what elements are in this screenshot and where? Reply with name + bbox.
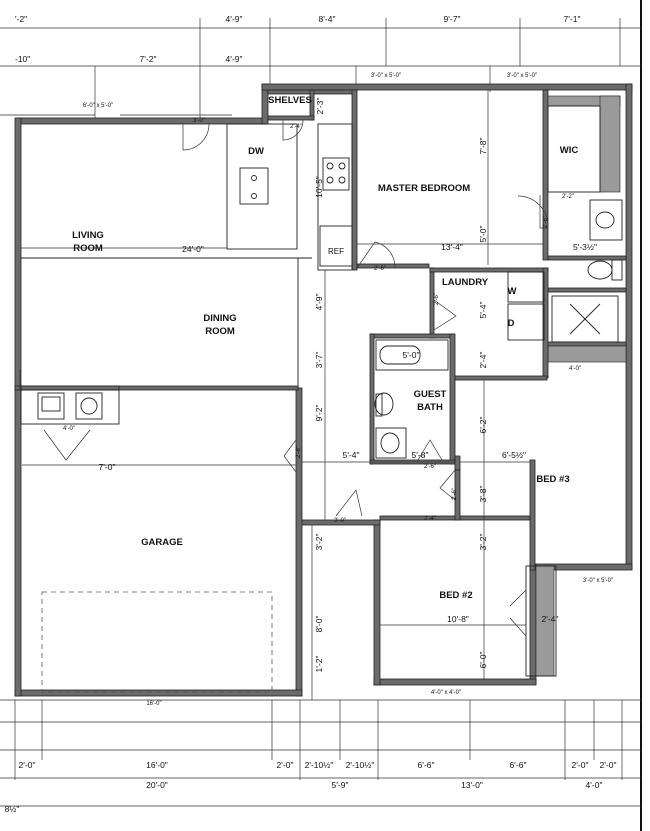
dim-garage-16-0: 16'-0" xyxy=(146,701,161,707)
bottom-dim-3: 2'-0" xyxy=(277,760,294,770)
top-dimension-lines xyxy=(0,18,641,118)
bottom-left-dim: 8½" xyxy=(5,804,20,814)
dim-door-2-6a: 2'-6" xyxy=(374,266,386,272)
dim-door-2-4: 2'-4" xyxy=(424,516,436,522)
bottom-dim-4: 2'-10½" xyxy=(305,760,334,770)
bottom-dim-6: 6'-6" xyxy=(418,760,435,770)
bottom-dim-2: 16'-0" xyxy=(146,760,168,770)
bottom-dimension-text: 2'-0" 16'-0" 2'-0" 2'-10½" 2'-10½" 6'-6"… xyxy=(5,760,617,814)
top-dim-8: 4'-9" xyxy=(226,54,243,64)
guest-bath-label-2: BATH xyxy=(417,402,443,413)
exterior-walls xyxy=(14,83,633,697)
top-dim-5: 7'-1" xyxy=(564,14,581,24)
dim-hall-5-8: 5'-8" xyxy=(412,450,429,460)
dim-master-13-4: 13'-4" xyxy=(441,242,463,252)
dim-hall-5-4: 5'-4" xyxy=(343,450,360,460)
dim-bath-5-0: 5'-0" xyxy=(403,350,420,360)
bottom-dim-11: 5'-9" xyxy=(332,780,349,790)
bottom-dim-13: 4'-0" xyxy=(586,780,603,790)
dim-living-width: 24'-0" xyxy=(182,244,204,254)
dim-hall-8-0: 8'-0" xyxy=(314,616,324,633)
dim-garage-4-0: 4'-0" xyxy=(63,426,75,432)
dining-room-label-1: DINING xyxy=(203,313,236,324)
bottom-dim-7: 6'-6" xyxy=(510,760,527,770)
laundry-label: LAUNDRY xyxy=(442,277,489,288)
dim-kitchen-10-5: 10'-5" xyxy=(314,176,324,198)
garage-label: GARAGE xyxy=(141,537,183,548)
washer-label: W xyxy=(508,286,517,297)
refrigerator-label: REF xyxy=(328,247,344,256)
top-dim-1: '-2" xyxy=(15,14,27,24)
dim-closet-2-4: 2'-4" xyxy=(290,124,302,130)
dim-door-2-8: 2'-8" xyxy=(296,446,302,458)
top-dim-3: 8'-4" xyxy=(319,14,336,24)
dim-laundry-2-4: 2'-4" xyxy=(478,352,488,369)
dim-door-3-0a: 3'-0" xyxy=(193,118,205,124)
window-bed2-side: 3'-0" x 5'-0" xyxy=(583,578,613,584)
dim-laundry-5-4: 5'-4" xyxy=(478,302,488,319)
top-dim-2: 4'-9" xyxy=(226,14,243,24)
master-bedroom-label: MASTER BEDROOM xyxy=(378,183,470,194)
window-living: 6'-0" x 5'-0" xyxy=(83,103,113,109)
dim-bath-5-3: 5'-3½" xyxy=(573,242,597,252)
dim-master-7-8: 7'-8" xyxy=(478,138,488,155)
dim-door-2-6b: 2'-6" xyxy=(434,293,440,305)
dim-shelves-2-3: 2'-3" xyxy=(315,98,325,115)
interior-walls xyxy=(14,89,627,693)
dim-hall-3-2a: 3'-2" xyxy=(314,534,324,551)
dim-bed2-6-0: 6'-0" xyxy=(478,652,488,669)
dim-hall-1-2: 1'-2" xyxy=(314,656,324,673)
window-bed2-bottom: 4'-0" x 4'-0" xyxy=(431,690,461,696)
bottom-dimension-lines xyxy=(0,699,641,807)
interior-dimension-text: 24'-0" 2'-4" 2'-3" 10'-5" 7'-8" 13'-4" 5… xyxy=(63,98,597,707)
dim-hall-3-7: 3'-7" xyxy=(314,352,324,369)
bed3-label: BED #3 xyxy=(536,474,569,485)
top-dim-7: 7'-2" xyxy=(140,54,157,64)
dim-wic-2-2: 2'-2" xyxy=(562,194,574,200)
top-dimension-text: '-2" 4'-9" 8'-4" 9'-7" 7'-1" -10" 7'-2" … xyxy=(15,14,613,696)
shelves-label: SHELVES xyxy=(268,95,312,106)
bottom-dim-1: 2'-0" xyxy=(19,760,36,770)
reference-lines xyxy=(21,90,543,700)
dim-hall-9-2: 9'-2" xyxy=(314,405,324,422)
top-dim-4: 9'-7" xyxy=(444,14,461,24)
dim-hall-3-2b: 3'-2" xyxy=(478,534,488,551)
dim-hall-3-8: 3'-8" xyxy=(478,486,488,503)
bottom-dim-5: 2'-10½" xyxy=(346,760,375,770)
living-room-label-1: LIVING xyxy=(72,230,104,241)
dim-hall-6-2: 6'-2" xyxy=(478,417,488,434)
dim-garage-7-0: 7'-0" xyxy=(99,462,116,472)
dim-closet-4-0: 4'-0" xyxy=(569,366,581,372)
dryer-label: D xyxy=(508,318,515,329)
dim-door-2-6d: 2'-6" xyxy=(452,488,458,500)
dining-room-label-2: ROOM xyxy=(205,326,235,337)
top-dim-6: -10" xyxy=(15,54,30,64)
room-labels: LIVING ROOM DINING ROOM MASTER BEDROOM W… xyxy=(72,95,578,601)
dim-bed3-6-5: 6'-5½" xyxy=(502,450,526,460)
bottom-dim-9: 2'-0" xyxy=(600,760,617,770)
dim-bed2-2-4: 2'-4" xyxy=(542,614,559,624)
dim-bed2-10-8: 10'-8" xyxy=(447,614,469,624)
door-swings xyxy=(19,119,549,637)
dishwasher-label: DW xyxy=(248,146,264,157)
bottom-dim-10: 20'-0" xyxy=(146,780,168,790)
dim-wic-2-6: 2'-6" xyxy=(543,216,549,228)
dim-hall-4-9: 4'-9" xyxy=(314,294,324,311)
dim-door-2-6c: 2'-6" xyxy=(424,464,436,470)
bottom-dim-8: 2'-0" xyxy=(572,760,589,770)
window-master-a: 3'-0" x 5'-0" xyxy=(371,73,401,79)
bottom-dim-12: 13'-0" xyxy=(461,780,483,790)
dim-master-5-0: 5'-0" xyxy=(478,226,488,243)
living-room-label-2: ROOM xyxy=(73,243,103,254)
dim-door-3-0b: 3'-0" xyxy=(334,518,346,524)
guest-bath-label-1: GUEST xyxy=(414,389,447,400)
window-master-b: 3'-0" x 5'-0" xyxy=(507,73,537,79)
wic-label: WIC xyxy=(560,145,579,156)
bed2-label: BED #2 xyxy=(439,590,472,601)
